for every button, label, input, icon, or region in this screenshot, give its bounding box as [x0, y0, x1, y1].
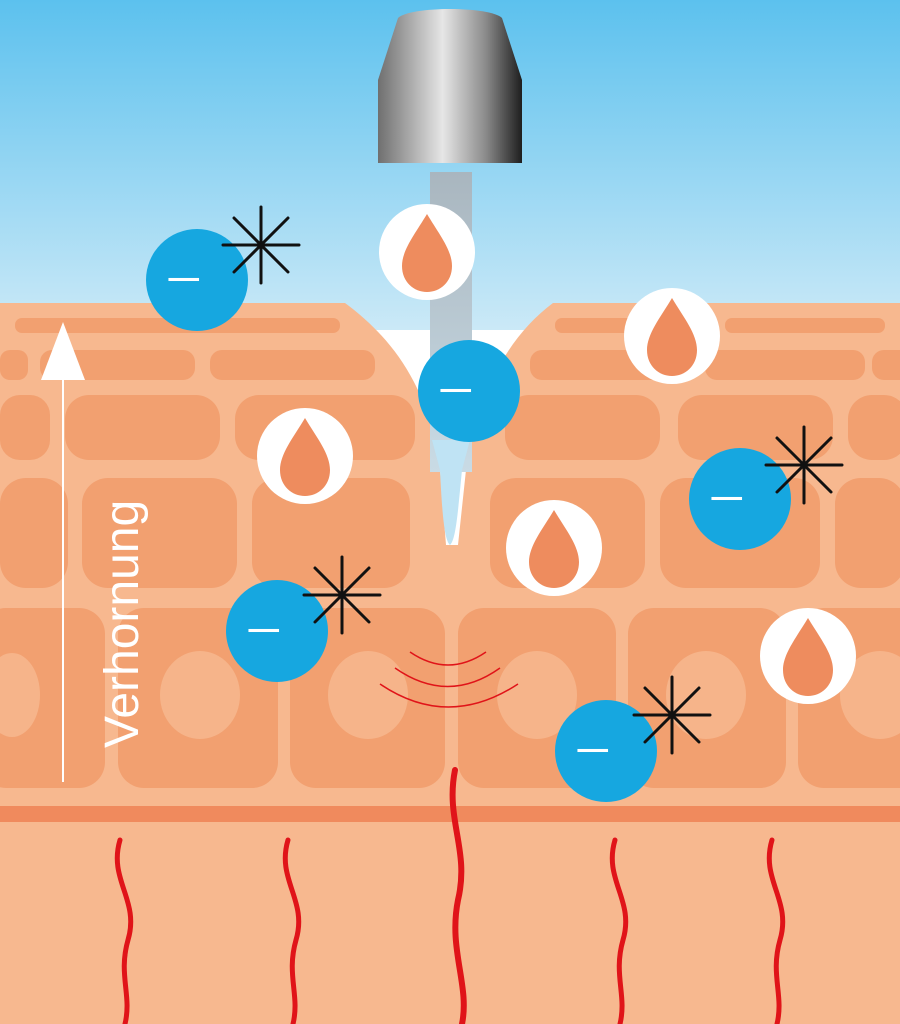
- water-drop: [379, 204, 475, 300]
- spray-stream-tip: [432, 440, 470, 545]
- negative-ion: [418, 340, 520, 442]
- water-drop: [760, 608, 856, 704]
- radical-star: [632, 675, 712, 755]
- radical-star: [764, 425, 844, 505]
- basal-cells: [0, 608, 900, 788]
- radical-star: [302, 555, 382, 635]
- capillaries: [114, 767, 786, 1024]
- water-drop: [506, 500, 602, 596]
- axis-label: Verhornung: [96, 500, 149, 748]
- keratinization-arrow: [41, 322, 85, 782]
- keratin-cells-right: [505, 318, 900, 460]
- radical-star: [221, 205, 301, 285]
- applicator-nozzle: [378, 9, 522, 163]
- water-drop: [257, 408, 353, 504]
- basement-membrane: [0, 806, 900, 822]
- negative-ion: [689, 448, 791, 550]
- water-drop: [624, 288, 720, 384]
- stimulus-waves: [379, 651, 519, 708]
